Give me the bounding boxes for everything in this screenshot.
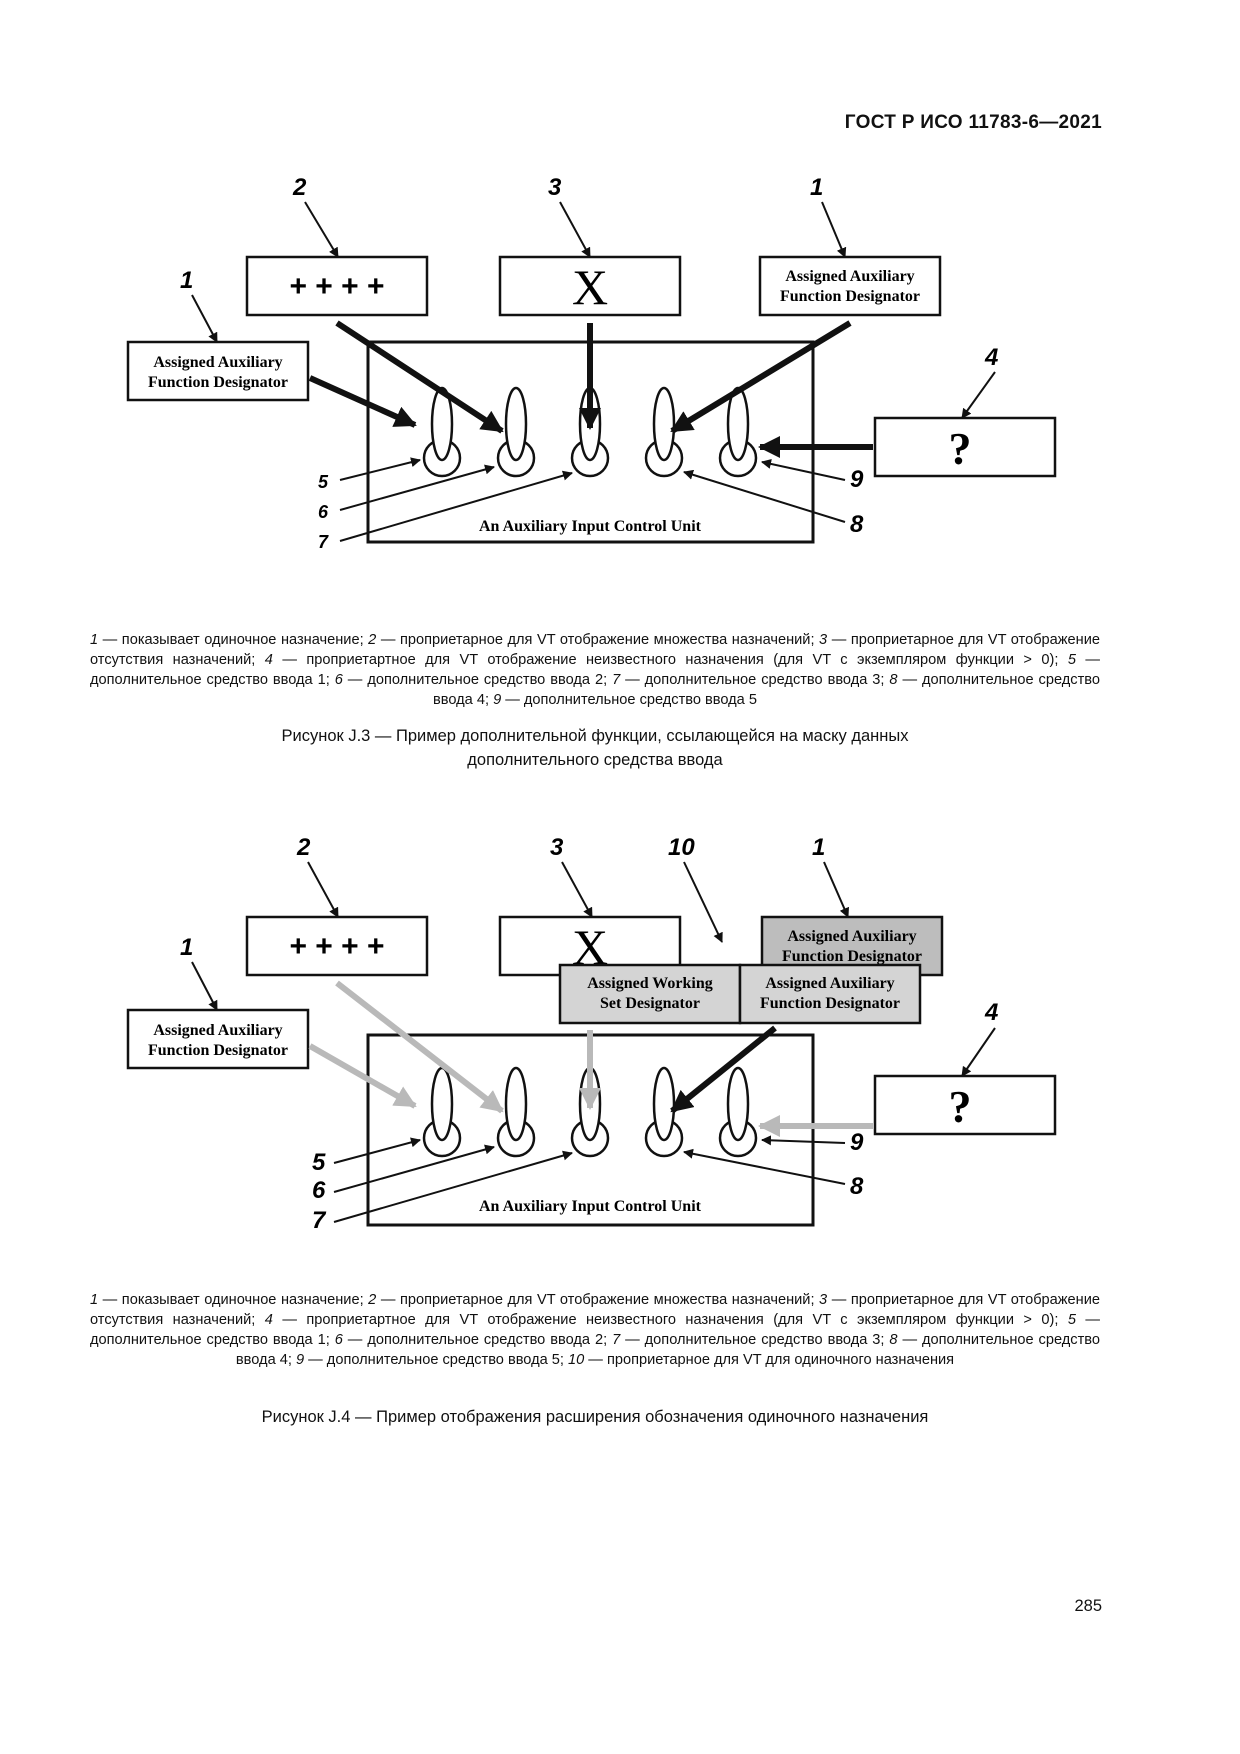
callout-2: 2: [296, 834, 311, 861]
designator-shaded-line2: Function Designator: [782, 948, 922, 965]
callout-6: 6: [318, 502, 329, 522]
unknown-assignment-question-box: ?: [949, 1081, 972, 1132]
designator-left-line2: Function Designator: [148, 1042, 288, 1059]
page-number: 285: [1074, 1597, 1102, 1615]
figure-j4-caption: Рисунок J.4 — Пример отображения расшире…: [261, 1408, 929, 1426]
callout-9: 9: [850, 466, 864, 493]
designator-shaded-line1: Assigned Auxiliary: [787, 928, 916, 945]
callout-8: 8: [850, 511, 864, 538]
designator-left-line1: Assigned Auxiliary: [153, 1022, 282, 1039]
designator-top-line1: Assigned Auxiliary: [785, 268, 914, 285]
callout-5: 5: [312, 1149, 326, 1176]
callout-4: 4: [984, 999, 998, 1026]
callout-10: 10: [668, 834, 695, 861]
no-assignment-x-box: X: [572, 259, 608, 315]
callout-2: 2: [292, 174, 307, 201]
document-header: ГОСТ Р ИСО 11783-6—2021: [844, 112, 1102, 133]
callout-3: 3: [548, 174, 562, 201]
unknown-assignment-question-box: ?: [949, 423, 972, 474]
callout-8: 8: [850, 1173, 864, 1200]
control-unit-label: An Auxiliary Input Control Unit: [479, 518, 702, 535]
designator-left-line2: Function Designator: [148, 374, 288, 391]
figure-j4-diagram: 2 3 10 1 1 4 5 6 7 8 9 + + + + X Assigne…: [126, 834, 1057, 1234]
working-set-line1: Assigned Working: [587, 975, 713, 992]
callout-7: 7: [312, 1207, 327, 1234]
callout-1-left: 1: [180, 267, 193, 294]
control-unit-label: An Auxiliary Input Control Unit: [479, 1198, 702, 1215]
callout-1-top: 1: [810, 174, 823, 201]
figure-j4-legend: 1 — показывает одиночное назначение; 2 —…: [90, 1292, 1100, 1368]
callout-4: 4: [984, 344, 998, 371]
designator-overlay-line1: Assigned Auxiliary: [765, 975, 894, 992]
figure-j3-caption-line2: дополнительного средства ввода: [467, 751, 723, 769]
figure-j3-caption-line1: Рисунок J.3 — Пример дополнительной функ…: [281, 727, 909, 745]
callout-9: 9: [850, 1129, 864, 1156]
figure-j3-diagram: 2 3 1 1 4 5 6 7 8 9 + + + + X Assigned A…: [126, 174, 1057, 552]
figure-j3-legend: 1 — показывает одиночное назначение; 2 —…: [90, 632, 1100, 708]
multiple-assignment-plus-box: + + + +: [289, 270, 384, 303]
callout-3: 3: [550, 834, 564, 861]
callout-6: 6: [312, 1177, 326, 1204]
callout-5: 5: [318, 472, 329, 492]
callout-7: 7: [318, 532, 329, 552]
multiple-assignment-plus-box: + + + +: [289, 930, 384, 963]
working-set-line2: Set Designator: [600, 995, 700, 1012]
designator-overlay-line2: Function Designator: [760, 995, 900, 1012]
callout-1-left: 1: [180, 934, 193, 961]
figure-j3-caption: Рисунок J.3 — Пример дополнительной функ…: [90, 724, 1100, 772]
callout-1-top: 1: [812, 834, 825, 861]
designator-left-line1: Assigned Auxiliary: [153, 354, 282, 371]
designator-top-line2: Function Designator: [780, 288, 920, 305]
